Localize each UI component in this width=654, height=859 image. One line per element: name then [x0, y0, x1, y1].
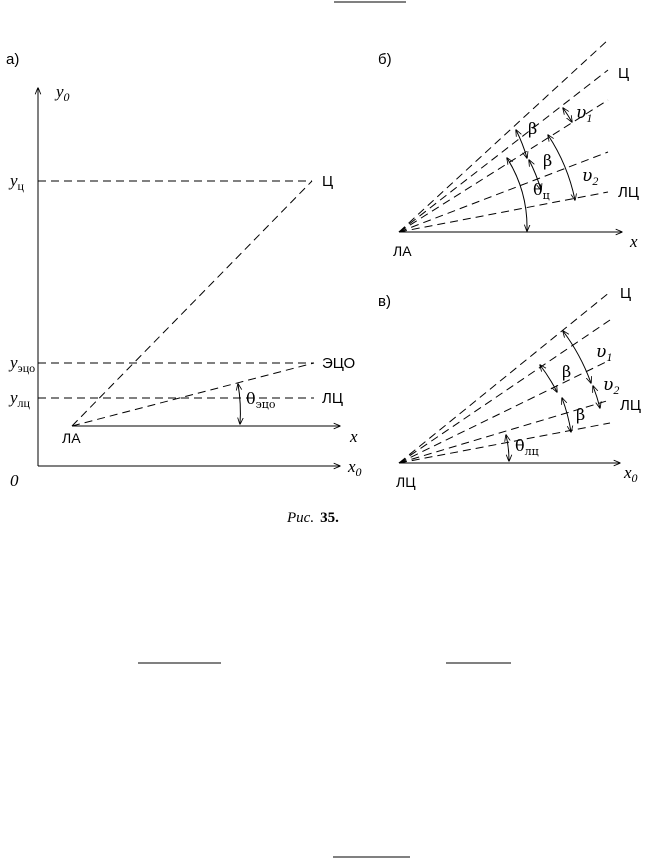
c-x0-axis-label: x0: [623, 463, 638, 485]
panel-c-label: в): [378, 293, 391, 310]
c-origin-label: ЛЦ: [396, 474, 416, 490]
b-lc-label: ЛЦ: [618, 184, 639, 201]
line-la-to-eco: [72, 363, 314, 426]
line-la-to-c: [72, 181, 312, 426]
b-x-axis-label: x: [629, 232, 638, 251]
panel-b: б) x ЛА Ц ЛЦ β β υ1 υ2 θц: [378, 40, 639, 259]
c-upsilon2-label: υ2: [603, 375, 619, 397]
c-ray-5: [399, 423, 610, 463]
c-beta-arc-2: [562, 398, 571, 432]
y-c-label: yц: [8, 171, 25, 193]
c-theta-label: θлц: [515, 436, 539, 458]
c-point-label: Ц: [322, 173, 333, 190]
c-ray-c: [399, 292, 610, 463]
theta-eco-label: θэцо: [246, 389, 276, 411]
y0-axis-label: y0: [54, 82, 70, 104]
c-theta-arc: [506, 435, 509, 461]
theta-eco-arc: [238, 384, 240, 424]
panel-b-label: б): [378, 51, 392, 68]
c-beta-label-2: β: [576, 405, 585, 424]
b-upsilon1-arc: [563, 108, 572, 122]
b-theta-arc: [507, 158, 527, 231]
origin-label: 0: [10, 471, 19, 490]
b-upsilon2-label: υ2: [582, 166, 598, 188]
b-ray-lc: [399, 192, 608, 232]
b-c-label: Ц: [618, 65, 629, 82]
b-beta-label-2: β: [543, 151, 552, 170]
b-ray-4: [399, 152, 608, 232]
c-lc-label: ЛЦ: [620, 397, 641, 414]
y-lc-label: yлц: [8, 388, 31, 410]
x-axis-label: x: [349, 427, 358, 446]
lc-point-label: ЛЦ: [322, 390, 343, 407]
c-beta-label-1: β: [562, 362, 571, 381]
c-upsilon1-label: υ1: [596, 342, 612, 364]
panel-a: а) y0 x0 0 x ЛА yц yэцо yлц Ц ЭЦО ЛЦ θэц…: [6, 51, 362, 490]
panel-a-label: а): [6, 51, 19, 68]
b-upsilon1-label: υ1: [576, 103, 592, 125]
c-upsilon2-arc: [593, 386, 600, 408]
c-beta-arc-1: [540, 365, 557, 392]
c-c-label: Ц: [620, 285, 631, 302]
x0-axis-label: x0: [347, 457, 362, 479]
b-theta-label: θц: [533, 180, 550, 202]
eco-point-label: ЭЦО: [322, 355, 355, 372]
b-beta-label-1: β: [528, 119, 537, 138]
b-ray-c: [399, 70, 608, 232]
figure-caption: Рис.35.: [286, 510, 339, 526]
b-ray-1: [399, 40, 608, 232]
panel-c: в) x0 ЛЦ Ц ЛЦ β β υ1 υ2 θлц: [378, 285, 641, 490]
c-ray-2: [399, 320, 610, 463]
b-la-label: ЛА: [393, 243, 412, 259]
la-point-label: ЛА: [62, 430, 81, 446]
y-eco-label: yэцо: [8, 353, 35, 375]
